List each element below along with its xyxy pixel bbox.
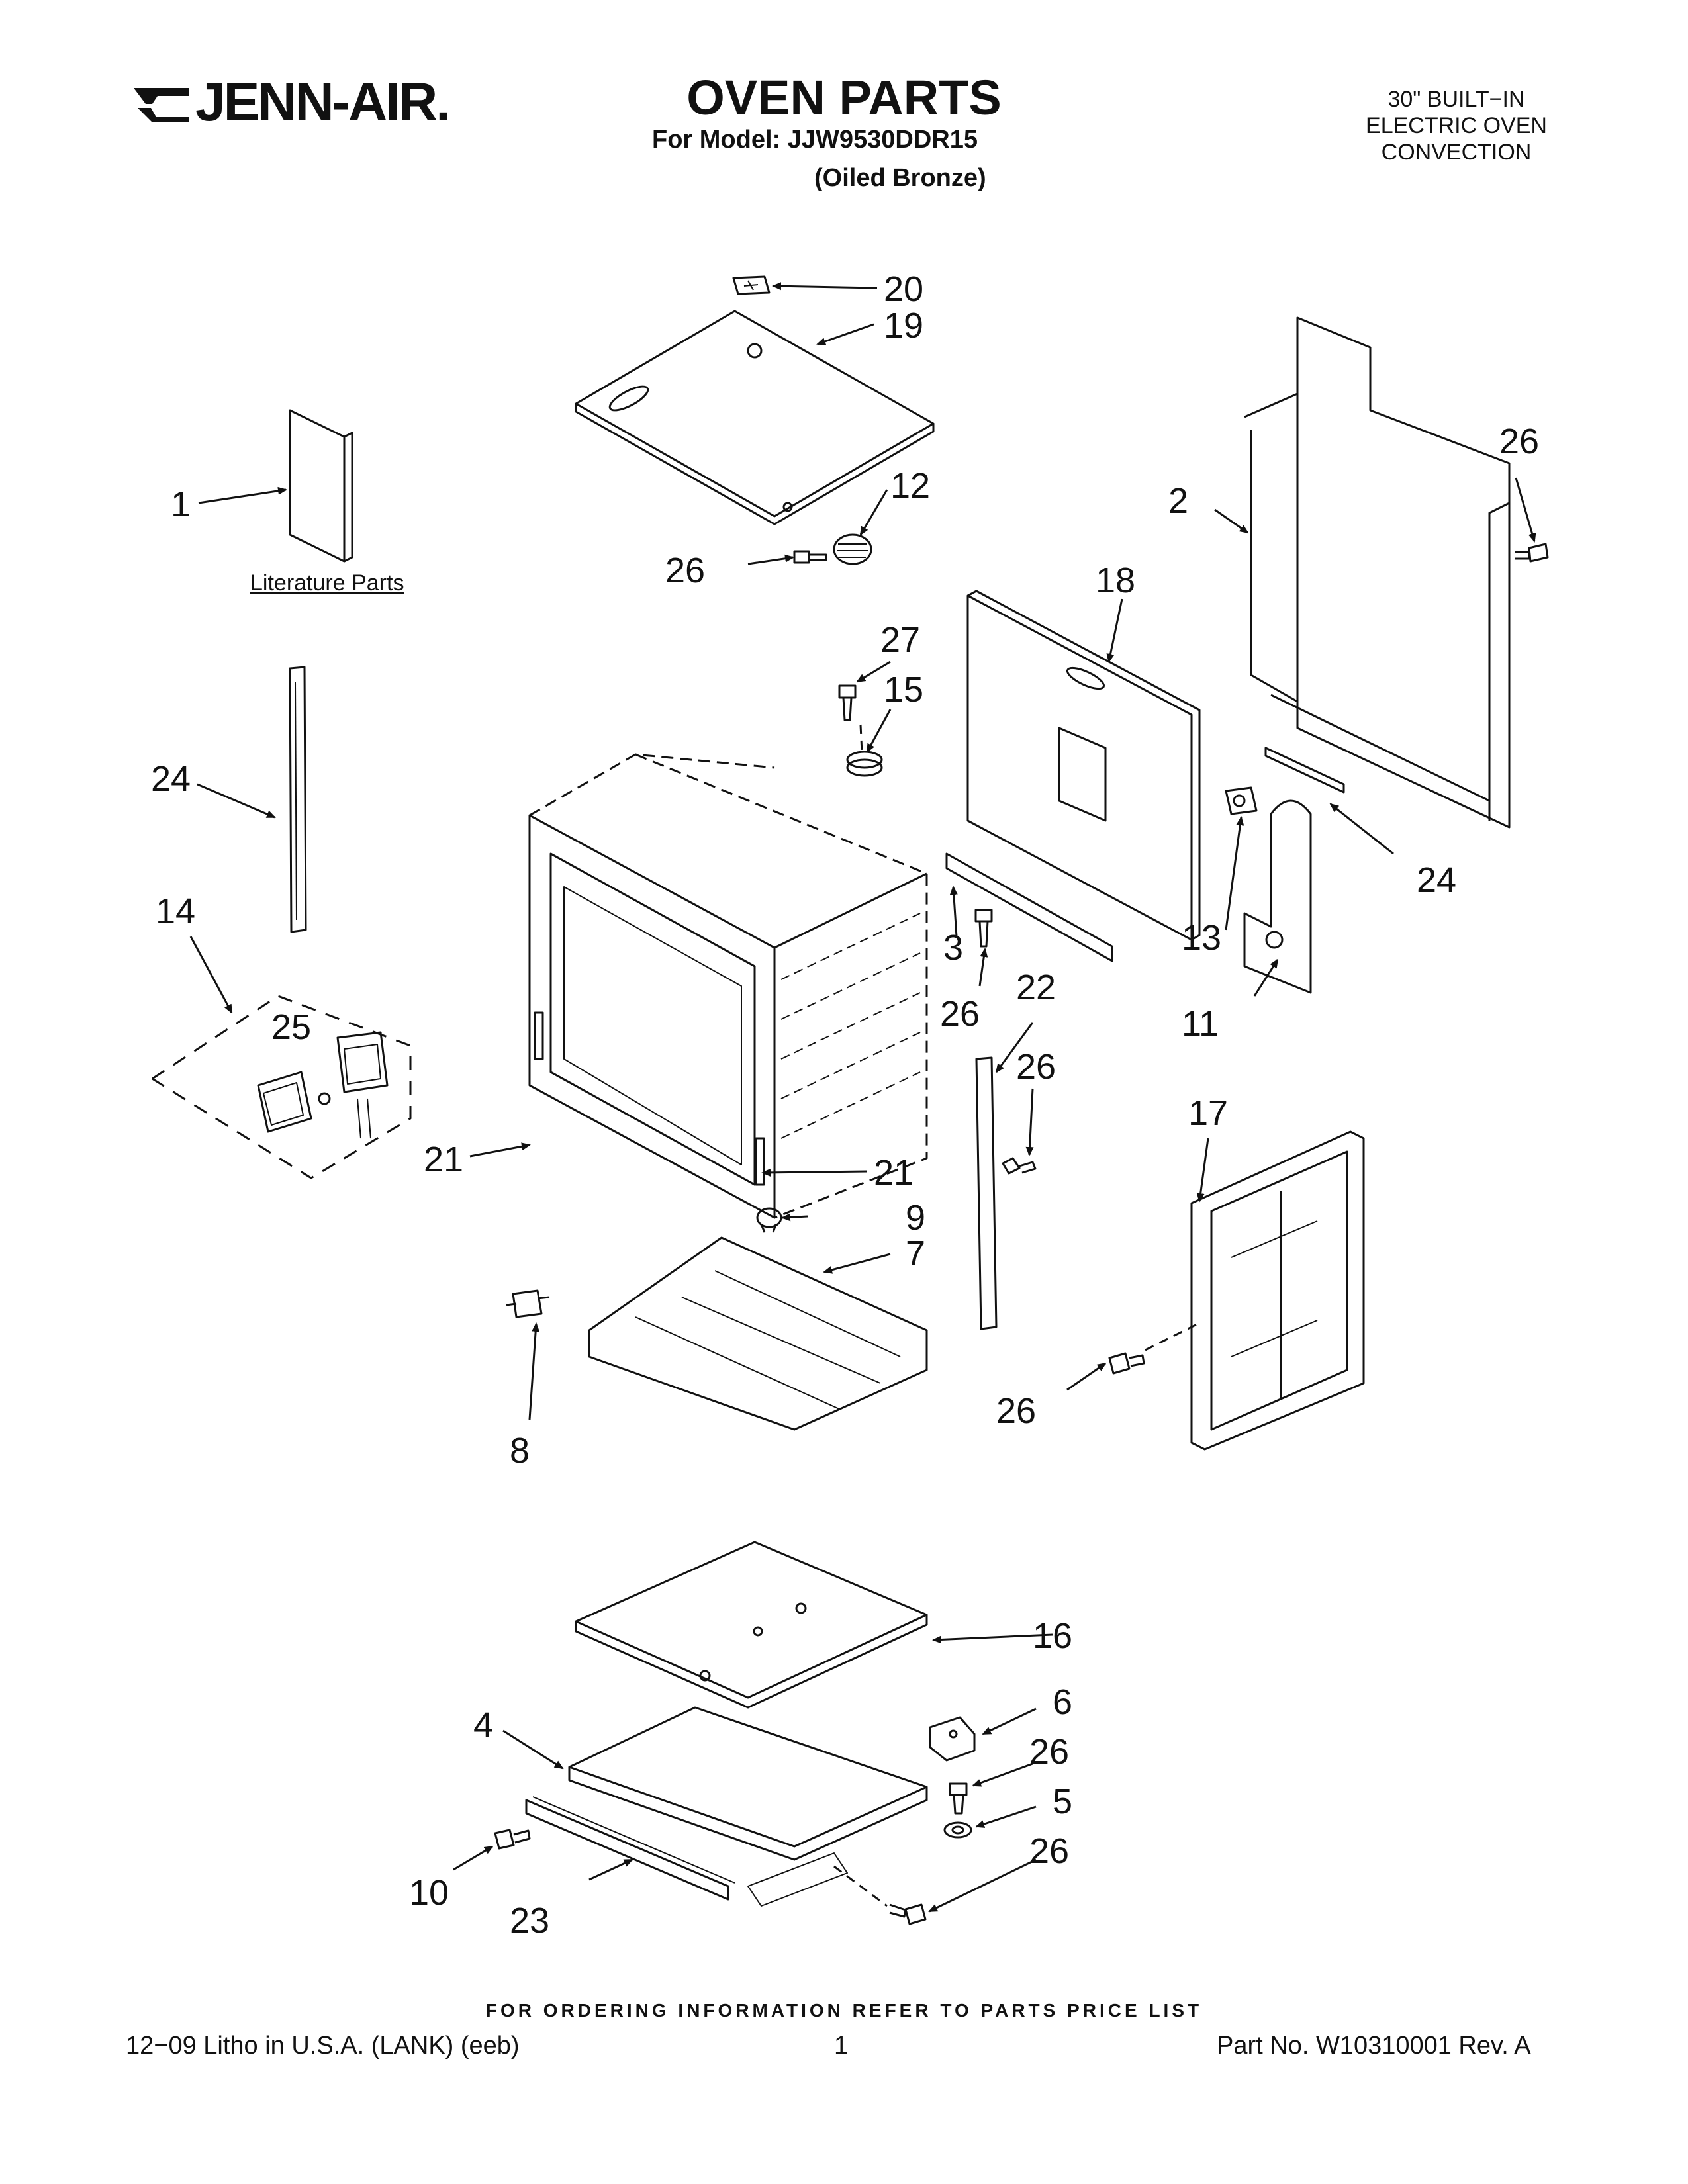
part-23-rail <box>525 1796 735 1901</box>
part-14-light-assembly <box>152 995 412 1179</box>
leader-lines <box>189 282 1536 1913</box>
callout-22: 22 <box>1016 968 1056 1007</box>
ordering-note: FOR ORDERING INFORMATION REFER TO PARTS … <box>485 2000 1203 2021</box>
callout-5: 5 <box>1053 1782 1072 1821</box>
callout-26-b: 26 <box>1499 422 1539 461</box>
part-26-screw-e <box>1108 1352 1145 1375</box>
callout-24-b: 24 <box>1417 860 1456 900</box>
callout-27: 27 <box>880 620 920 660</box>
part-26-screw-b <box>974 909 993 948</box>
page-title: OVEN PARTS <box>686 70 1002 125</box>
callout-26-c: 26 <box>940 994 980 1034</box>
callout-9: 9 <box>906 1198 925 1238</box>
callout-6: 6 <box>1053 1682 1072 1722</box>
part-9-knob <box>756 1207 782 1233</box>
part-17-door-inner-frame <box>1190 1130 1365 1451</box>
part-13-sensor <box>1225 786 1258 815</box>
callout-14: 14 <box>156 891 195 931</box>
part-12-fan-guard <box>833 533 872 565</box>
part-2-rear-shield <box>1244 316 1511 829</box>
callout-26-a: 26 <box>665 551 705 590</box>
callouts: 20 19 12 26 1 2 26 18 27 15 24 24 14 3 2… <box>151 269 1539 1940</box>
dashed-guides <box>833 724 1199 1907</box>
part-3-bracket <box>945 852 1113 962</box>
callout-1: 1 <box>171 484 191 524</box>
part-4-base-panel <box>568 1706 928 1907</box>
product-type-line-3: CONVECTION <box>1381 140 1532 165</box>
print-info: 12−09 Litho in U.S.A. (LANK) (eeb) <box>126 2032 520 2060</box>
part-26-screw-c <box>1515 543 1549 563</box>
part-24-left-trim-strip <box>289 666 307 933</box>
callout-3: 3 <box>943 928 963 968</box>
callout-23: 23 <box>510 1901 549 1940</box>
callout-13: 13 <box>1182 918 1221 958</box>
part-20-cover-plate <box>732 275 771 295</box>
part-26-screw-f <box>949 1782 968 1815</box>
callout-24-a: 24 <box>151 759 191 799</box>
brand-swoosh-icon <box>134 88 189 122</box>
callout-21-b: 21 <box>874 1153 914 1193</box>
part-8-door-switch <box>506 1289 550 1318</box>
part-24-right-trim-strip <box>1264 747 1345 794</box>
part-15-gasket <box>846 751 883 777</box>
callout-4: 4 <box>473 1706 493 1745</box>
part-21-oven-cavity-frame <box>528 753 928 1219</box>
part-27-screw <box>838 684 857 721</box>
part-11-cover <box>1243 799 1312 994</box>
part-7-oven-bottom <box>588 1236 928 1431</box>
callout-16: 16 <box>1033 1616 1072 1656</box>
callout-15: 15 <box>884 670 923 709</box>
part-5-washer <box>943 1821 972 1839</box>
callout-12: 12 <box>890 466 930 506</box>
callout-26-f: 26 <box>1029 1732 1069 1772</box>
product-type-line-1: 30" BUILT−IN <box>1387 87 1525 112</box>
brand-name: JENN-AIR. <box>195 72 451 132</box>
callout-7: 7 <box>906 1234 925 1273</box>
callout-19: 19 <box>884 306 923 345</box>
brand-logo: JENN-AIR. <box>132 69 477 136</box>
product-type-line-2: ELECTRIC OVEN <box>1366 113 1547 138</box>
part-22-trim-strip <box>975 1056 998 1330</box>
part-6-bracket <box>929 1716 976 1762</box>
callout-26-g: 26 <box>1029 1831 1069 1871</box>
callout-20: 20 <box>884 269 923 309</box>
callout-26-e: 26 <box>996 1391 1036 1431</box>
part-16-bottom-panel <box>575 1541 928 1709</box>
model-number: For Model: JJW9530DDR15 <box>652 126 978 154</box>
callout-11: 11 <box>1182 1004 1219 1044</box>
callout-18: 18 <box>1096 561 1135 600</box>
callout-21-a: 21 <box>424 1140 463 1179</box>
model-finish: (Oiled Bronze) <box>814 164 986 192</box>
callout-25: 25 <box>271 1007 311 1047</box>
part-26-screw-a <box>793 550 827 564</box>
callout-8: 8 <box>510 1431 530 1471</box>
callout-2: 2 <box>1168 481 1188 521</box>
callout-17: 17 <box>1188 1093 1228 1133</box>
part-19-top-panel <box>575 310 935 525</box>
part-26-screw-g <box>889 1903 927 1925</box>
part-number: Part No. W10310001 Rev. A <box>1217 2032 1531 2060</box>
part-26-screw-d <box>1002 1157 1037 1175</box>
callout-26-d: 26 <box>1016 1047 1056 1087</box>
callout-10: 10 <box>409 1873 449 1913</box>
page-number: 1 <box>834 2032 849 2060</box>
literature-parts-label: Literature Parts <box>250 570 404 596</box>
part-1-literature <box>289 409 353 563</box>
part-10-screw <box>494 1829 531 1850</box>
part-18-rear-panel <box>966 590 1201 941</box>
